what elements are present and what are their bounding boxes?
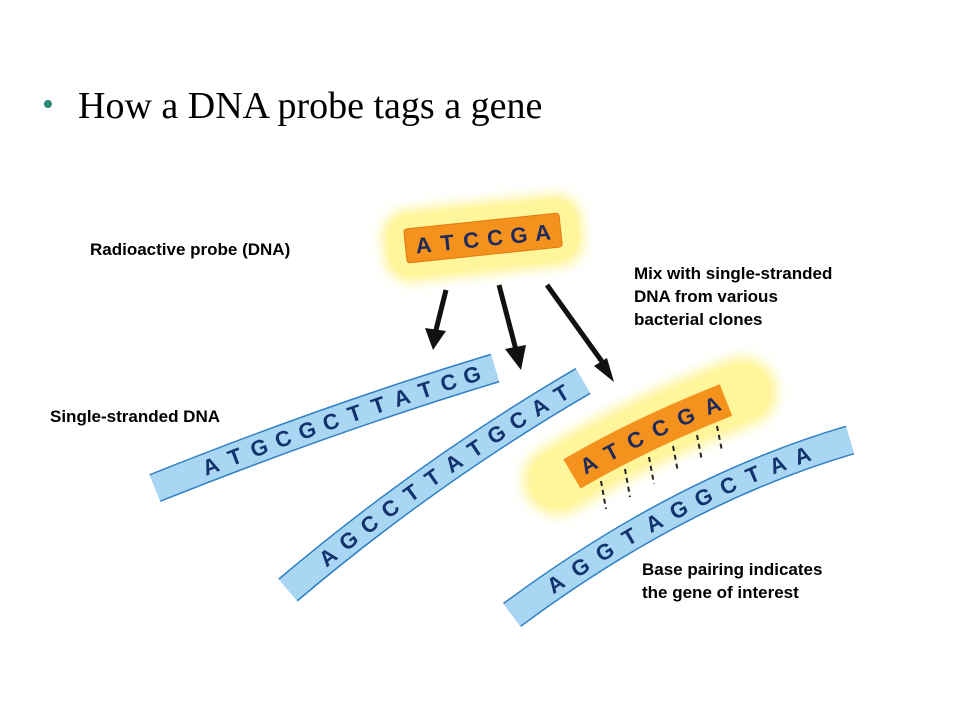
base-letter: C (462, 227, 481, 254)
base-letter: A (390, 383, 413, 412)
base-letter: G (460, 361, 484, 390)
base-pairing-lines (600, 425, 723, 510)
pair-line (716, 425, 723, 452)
probe-strand (403, 212, 563, 264)
base-letter: A (534, 219, 553, 246)
mix-label-line-3: bacterial clones (634, 310, 763, 329)
title-bullet: • (42, 86, 54, 123)
mix-label-line-1: Mix with single-stranded (634, 264, 833, 283)
probe-label: Radioactive probe (DNA) (90, 240, 291, 259)
strand-1-fill (149, 355, 499, 501)
arrows (425, 283, 614, 382)
pairing-label: Base pairing indicates the gene of inter… (642, 558, 822, 604)
base-letter: A (414, 232, 433, 259)
base-letter: C (486, 224, 505, 251)
mix-label-line-2: DNA from various (634, 287, 778, 306)
arrow-left (425, 289, 449, 350)
pairing-label-line-1: Base pairing indicates (642, 560, 823, 579)
base-letter: C (437, 368, 460, 397)
pair-line (600, 480, 607, 510)
strand-2-fill (279, 369, 590, 601)
pair-line (696, 434, 703, 462)
pair-line (648, 456, 655, 485)
pair-line (624, 468, 631, 498)
mix-label: Mix with single-stranded DNA from variou… (634, 262, 832, 331)
bound-probe-strand (563, 384, 733, 489)
single-strand-label: Single-stranded DNA (50, 407, 221, 426)
base-letter: T (439, 230, 456, 256)
arrow-right (544, 283, 614, 382)
base-letter: G (509, 222, 529, 249)
strand-3-fill (503, 427, 854, 626)
pairing-label-line-2: the gene of interest (642, 583, 799, 602)
arrow-middle (496, 284, 526, 370)
pair-line (672, 445, 679, 473)
page-title: How a DNA probe tags a gene (78, 85, 543, 127)
